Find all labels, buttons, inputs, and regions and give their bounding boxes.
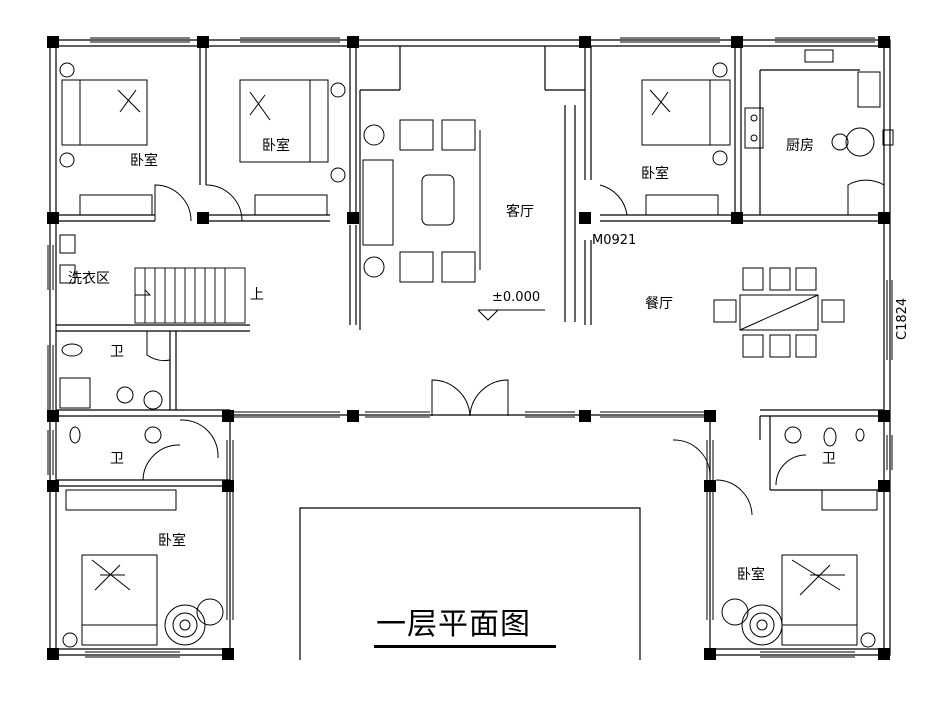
plants	[59, 62, 876, 648]
label-bedroom-top-right: 卧室	[641, 166, 669, 182]
exterior-windows	[47, 37, 893, 658]
label-bath-left-lower: 卫	[110, 451, 124, 467]
label-stair-up: 上	[250, 287, 264, 303]
title-underline	[374, 645, 556, 648]
label-bedroom-bottom-right: 卧室	[737, 567, 765, 583]
dining-table	[713, 267, 845, 358]
label-kitchen: 厨房	[786, 138, 814, 154]
elevation-label: ±0.000	[492, 290, 541, 305]
door-swings	[142, 179, 885, 516]
bath-fixtures	[59, 234, 865, 447]
beds	[61, 79, 858, 646]
kitchen-fixtures	[744, 49, 894, 157]
label-bedroom-top-left: 卧室	[130, 153, 158, 169]
wardrobes	[65, 194, 878, 511]
label-bath-left-upper: 卫	[110, 344, 124, 360]
label-bath-right: 卫	[822, 451, 836, 467]
plan-title: 一层平面图	[376, 607, 531, 642]
label-living-room: 客厅	[506, 204, 534, 220]
label-laundry: 洗衣区	[68, 271, 110, 287]
label-bedroom-top-mid: 卧室	[262, 138, 290, 154]
sofa-set	[362, 119, 481, 283]
door-code-label: M0921	[592, 233, 637, 248]
columns	[47, 36, 890, 660]
label-bedroom-bottom-left: 卧室	[158, 533, 186, 549]
window-code-label: C1824	[895, 297, 910, 340]
stairs	[134, 267, 246, 324]
label-dining: 餐厅	[645, 296, 673, 312]
elevation-marker	[477, 309, 545, 321]
